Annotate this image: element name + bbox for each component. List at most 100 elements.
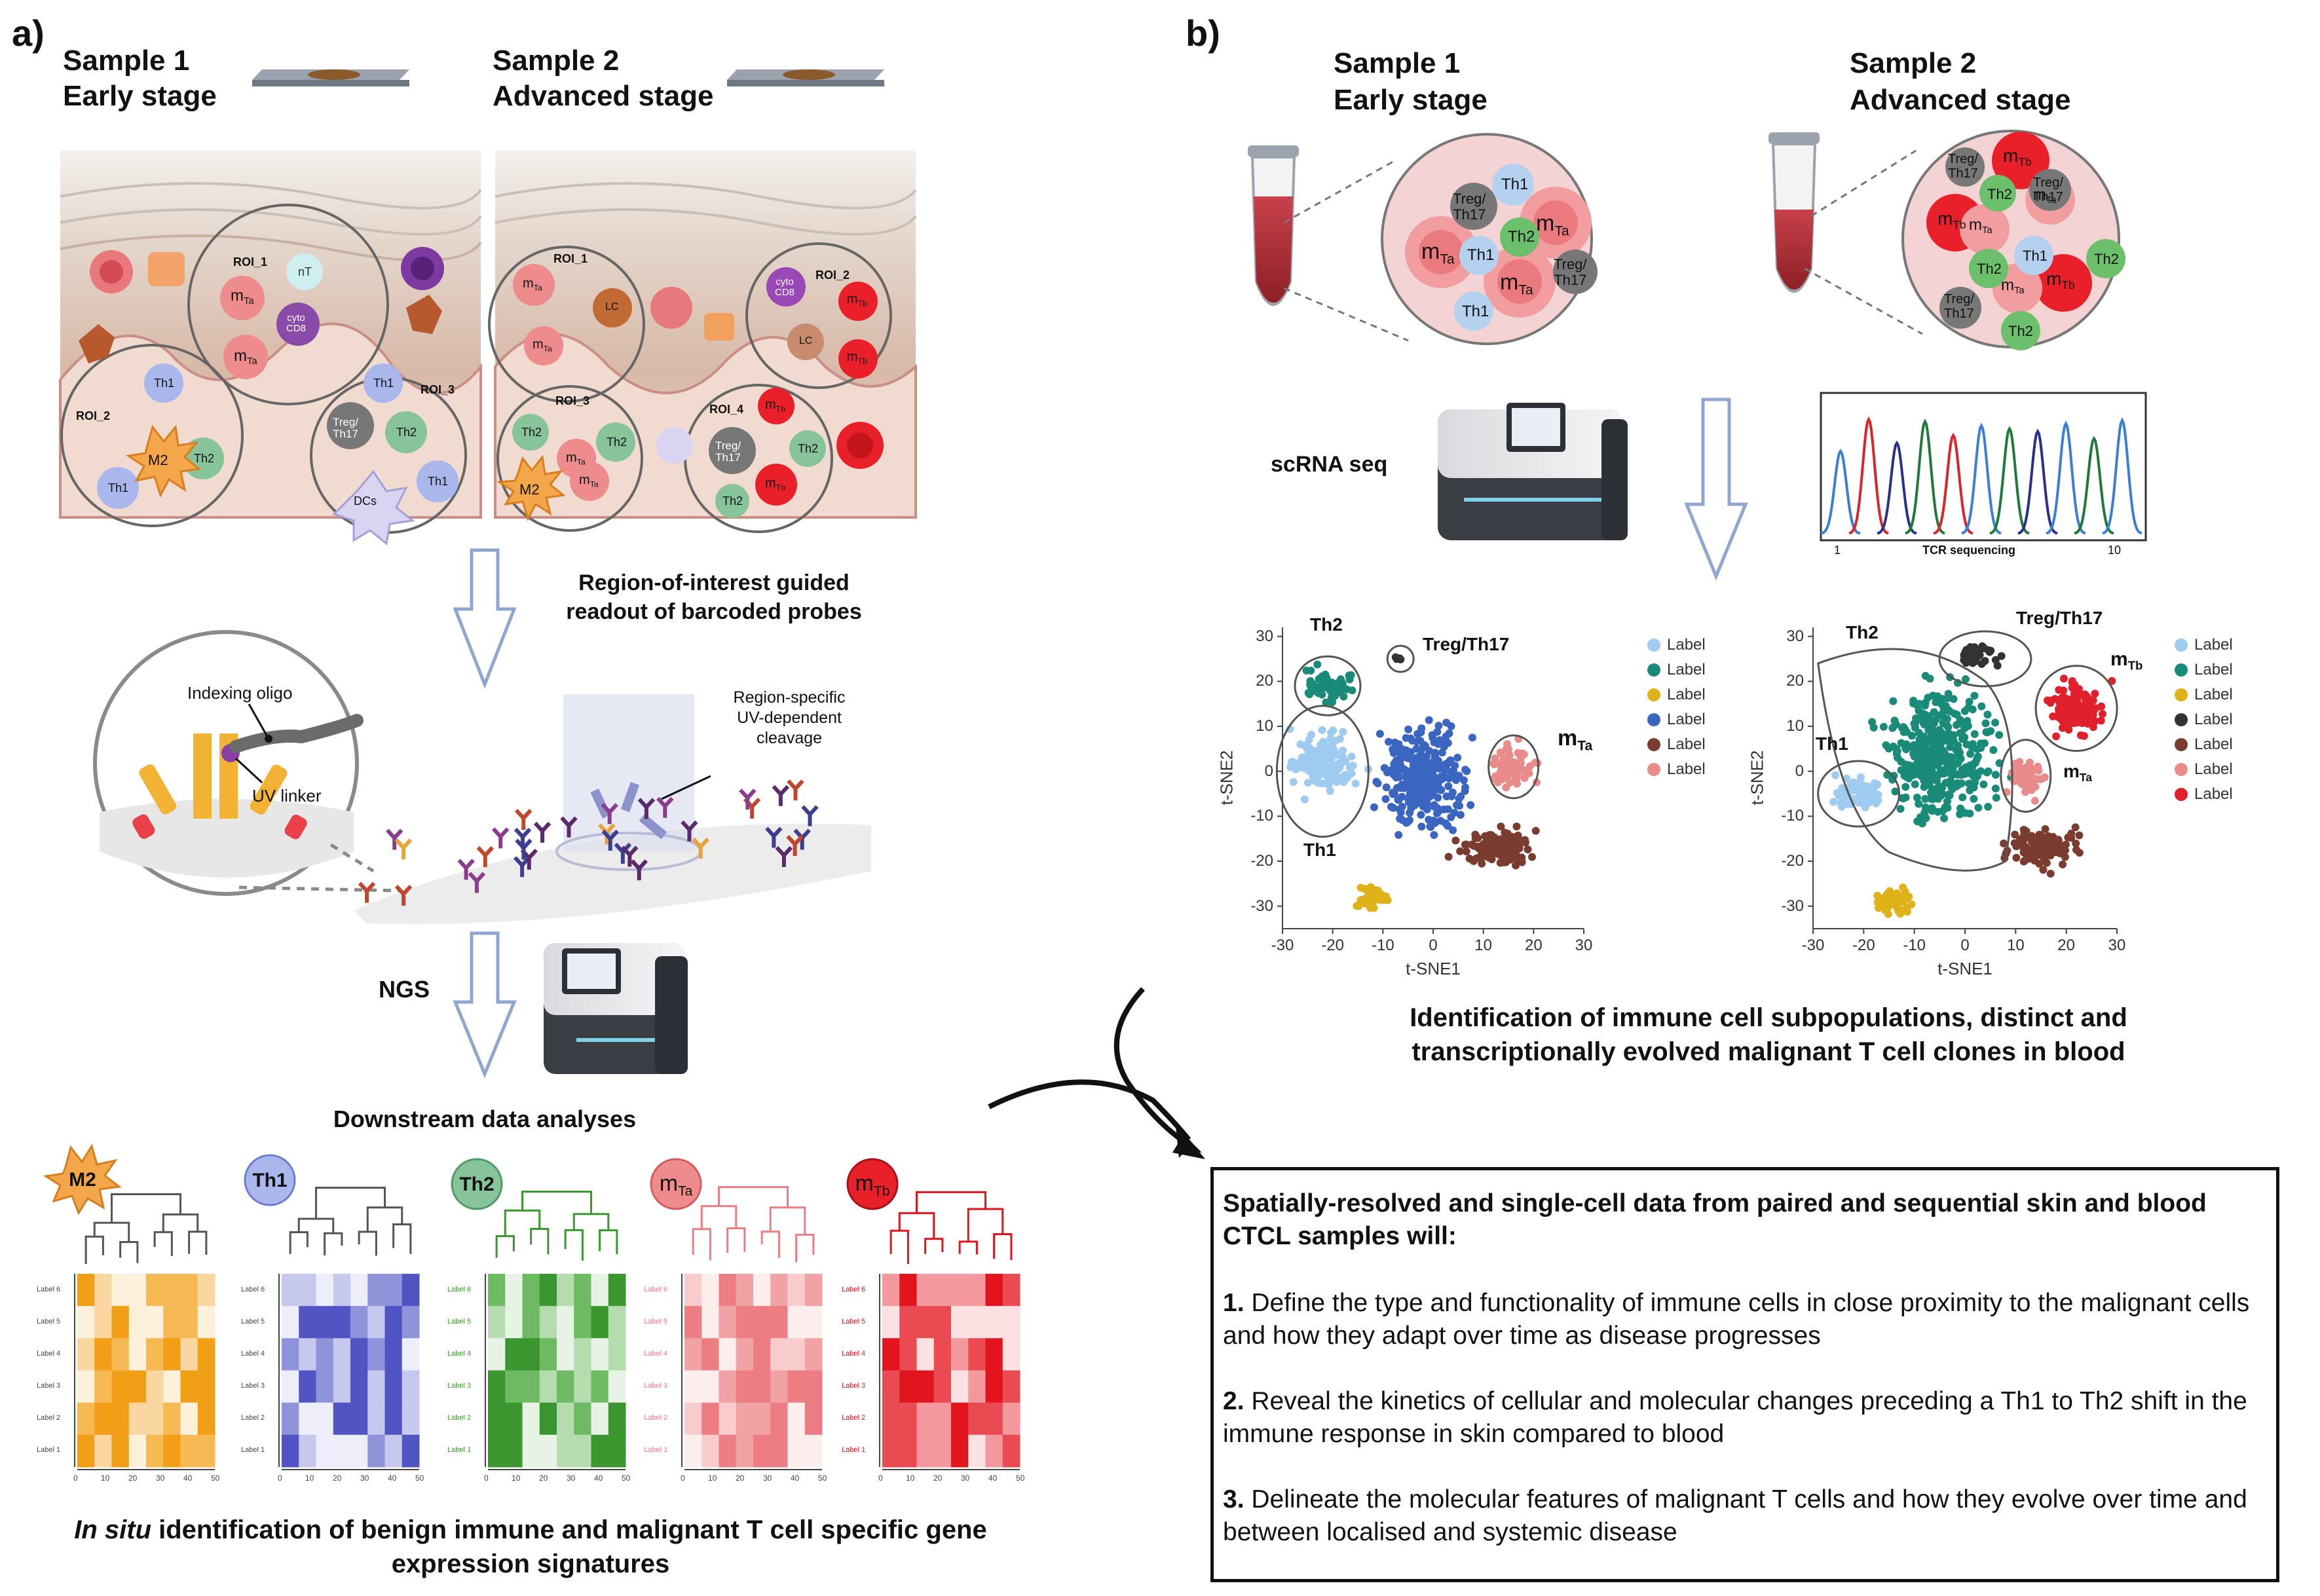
scatter-point (1322, 698, 1330, 707)
x-tick-label: -20 (1321, 937, 1344, 954)
scatter-point (2011, 830, 2019, 839)
scatter-point (1884, 895, 1893, 904)
scatter-point (1991, 784, 2000, 792)
scatter-point (1949, 695, 1958, 703)
scatter-point (2072, 839, 2080, 847)
scatter-point (1474, 834, 1482, 842)
scatter-point (2091, 717, 2099, 726)
scatter-point (2067, 714, 2075, 722)
y-tick-label: -10 (1781, 807, 1804, 825)
scatter-point (1945, 791, 1954, 800)
scatter-point (1943, 760, 1951, 769)
scatter-point (1515, 844, 1524, 853)
scatter-point (1928, 807, 1936, 815)
scatter-point (2025, 773, 2033, 781)
scatter-point (1907, 766, 1916, 774)
scatter-point (1288, 758, 1297, 766)
scatter-point (1305, 690, 1314, 699)
antibody-icon (681, 820, 698, 842)
cell-label: nT (298, 265, 312, 278)
scatter-point (2040, 845, 2048, 853)
scatter-point (1896, 805, 1905, 813)
scatter-series (1391, 653, 1405, 663)
x-axis-label: t-SNE1 (1937, 959, 1993, 978)
scatter-point (1389, 745, 1397, 753)
heatmap-row-label: Label 2 (842, 1414, 866, 1422)
heatmap-row-label: Label 5 (241, 1317, 265, 1326)
scatter-point (1430, 830, 1438, 839)
cell-label: Th1 (1501, 176, 1529, 193)
cluster-label: Th2 (1846, 622, 1879, 642)
cell-label: Th2 (194, 452, 215, 465)
legend-swatch (1647, 688, 1660, 701)
y-tick-label: -30 (1250, 897, 1273, 915)
scatter-point (1417, 811, 1425, 819)
cell-label: Th1 (373, 377, 394, 390)
slide-surface (354, 694, 871, 924)
blood-tube-early (1248, 145, 1409, 342)
scatter-point (1412, 737, 1421, 746)
scatter-point (1457, 792, 1465, 800)
heatmap-tick-label: 40 (183, 1474, 193, 1483)
heatmap-tick-label: 40 (791, 1474, 800, 1483)
heatmap-row-label: Label 4 (241, 1349, 265, 1358)
scatter-point (1451, 836, 1460, 845)
legend-label: Label (1667, 760, 1706, 778)
scatter-point (1444, 739, 1452, 747)
cell-label: mTa (566, 451, 586, 467)
heatmap-row-label: Label 6 (241, 1285, 265, 1293)
ngs-sequencer-icon (544, 943, 688, 1074)
scatter-point (1396, 743, 1404, 752)
scatter-point (1882, 906, 1891, 915)
sample1-title-b: Sample 1 (1334, 47, 1461, 79)
heatmap-tick-label: 0 (484, 1474, 489, 1483)
scatter-point (1956, 804, 1964, 813)
scatter-point (1531, 826, 1540, 835)
heatmap-row-label: Label 1 (842, 1446, 866, 1455)
panel-b-letter: b) (1186, 12, 1220, 54)
scatter-point (2042, 859, 2051, 867)
scatter-point (1417, 724, 1426, 733)
sample2-title-b: Sample 2 (1850, 47, 1977, 79)
scatter-point (1444, 805, 1452, 813)
scatter-point (1306, 677, 1315, 686)
legend-label: Label (1667, 686, 1706, 703)
scatter-point (2030, 796, 2039, 805)
scatter-point (1909, 749, 1918, 758)
scatter-point (1917, 771, 1925, 780)
cell-label: mTa (523, 276, 542, 293)
scatter-point (1382, 783, 1391, 792)
downstream-label: Downstream data analyses (333, 1105, 637, 1132)
roi-label: ROI_1 (233, 255, 268, 269)
m2-macrophage-icon (125, 424, 202, 498)
scatter-point (1891, 787, 1899, 796)
scatter-point (1973, 650, 1981, 659)
scatter-point (2012, 762, 2021, 770)
scatter-point (1856, 773, 1865, 781)
scatter-point (1964, 722, 1972, 730)
scatter-point (1403, 818, 1412, 826)
legend-label: Label (2194, 760, 2233, 778)
heatmap (74, 1274, 215, 1470)
scatter-point (1314, 689, 1322, 697)
heatmap-badge-label: Th1 (252, 1170, 288, 1191)
scatter-point (1995, 731, 2004, 739)
y-tick-label: 20 (1786, 672, 1804, 690)
scatter-point (1462, 840, 1470, 849)
cell-label: mTa (1969, 216, 1993, 236)
legend-swatch (2175, 663, 2188, 677)
heatmap-row-label: Label 5 (842, 1317, 866, 1326)
antibody-icon (394, 885, 413, 906)
tissue-cells-early (79, 247, 458, 509)
scatter-point (1438, 749, 1446, 757)
legend-swatch (1647, 639, 1660, 652)
scatter-point (2075, 831, 2084, 840)
blood-cells-early (1381, 133, 1598, 345)
heatmap-row-label: Label 3 (644, 1382, 668, 1390)
cell-label: Treg/Th17 (715, 439, 741, 464)
scatter-point (1385, 737, 1393, 746)
scatter-point (1898, 794, 1907, 802)
y-tick-label: 10 (1256, 717, 1273, 735)
scatter-series (1302, 660, 1356, 707)
scatter-point (2085, 695, 2093, 703)
